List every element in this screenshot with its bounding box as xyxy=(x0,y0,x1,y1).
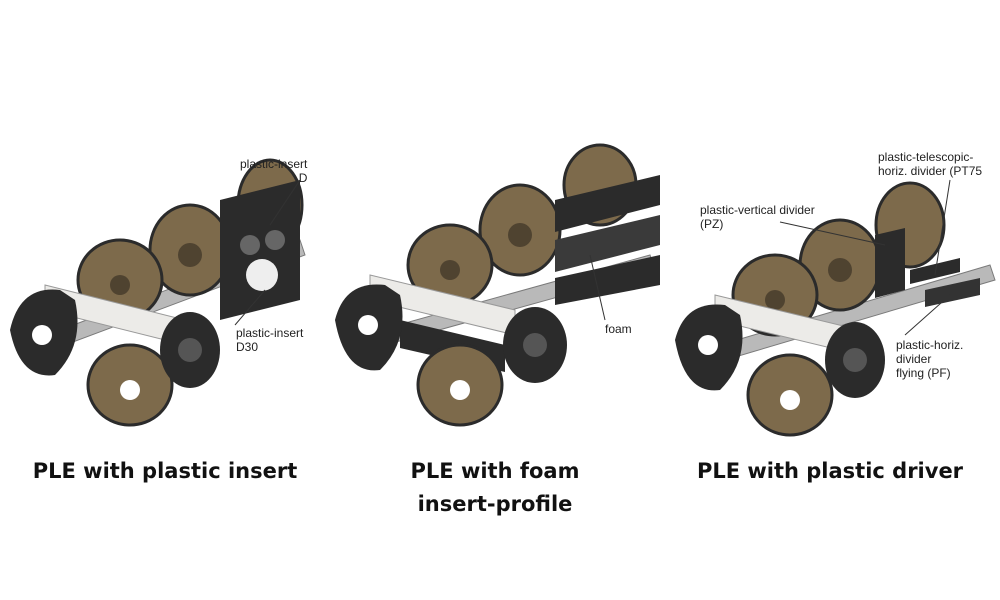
telescopic-divider xyxy=(925,278,980,307)
caption-line: insert-profile xyxy=(417,492,573,516)
chain-illustration-2 xyxy=(335,143,660,427)
foam-profile xyxy=(555,175,660,232)
callout-plastic-vertical-divider: plastic-vertical divider (PZ) xyxy=(700,203,815,231)
horizontal-divider xyxy=(910,258,960,284)
figure-caption: PLE with foam insert-profile xyxy=(330,455,660,521)
callout-plastic-insert-d30: plastic-insert D30 xyxy=(236,326,304,354)
leader-line xyxy=(234,289,266,326)
foam-profile xyxy=(555,255,660,305)
figure-foam-insert-profile: foam PLE with foam insert-profile xyxy=(330,0,660,600)
leader-line xyxy=(904,294,951,336)
leader-line xyxy=(934,179,951,276)
leader-line xyxy=(779,221,886,246)
caption-line: PLE with plastic driver xyxy=(696,459,964,483)
chain-illustration-3 xyxy=(675,179,996,437)
plastic-insert xyxy=(220,180,300,320)
leader-line xyxy=(589,254,606,321)
chain-illustration-1 xyxy=(10,158,306,427)
figure-plastic-insert: plastic-insert D plastic-insert D30 PLE … xyxy=(0,0,330,600)
figure-caption: PLE with plastic driver xyxy=(660,455,1000,488)
caption-line: PLE with plastic insert xyxy=(32,459,298,483)
callout-plastic-horizontal-divider: plastic-horiz. divider flying (PF) xyxy=(896,338,964,380)
callout-plastic-telescopic-divider: plastic-telescopic- horiz. divider (PT75 xyxy=(878,150,983,178)
callout-foam: foam xyxy=(605,322,632,336)
foam-profile xyxy=(555,215,660,272)
caption-line: PLE with foam xyxy=(410,459,580,483)
figure-caption: PLE with plastic insert xyxy=(0,455,330,488)
leader-line xyxy=(269,179,301,226)
vertical-divider xyxy=(875,228,905,298)
figure-plastic-driver: plastic-telescopic- horiz. divider (PT75… xyxy=(660,0,1000,600)
callout-plastic-insert-d: plastic-insert D xyxy=(240,157,308,185)
